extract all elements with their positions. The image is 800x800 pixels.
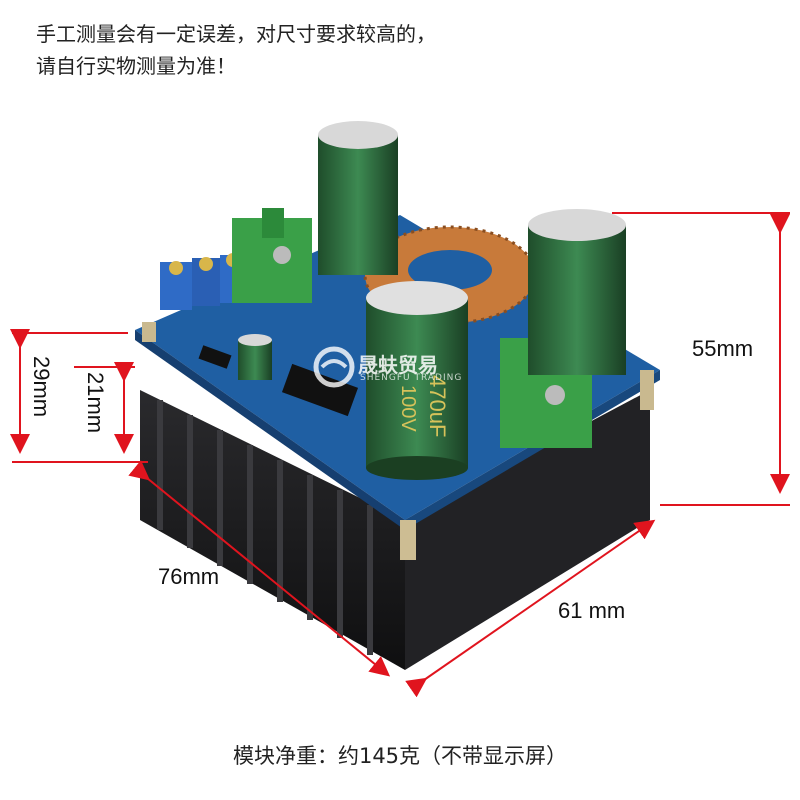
- capacitor-right: [528, 209, 626, 375]
- width-arrow: [405, 519, 656, 698]
- disclaimer-line-2: 请自行实物测量为准！: [36, 54, 236, 78]
- logo-icon: [313, 346, 355, 388]
- height-board-label: 29mm: [29, 356, 54, 418]
- input-terminal: [232, 208, 312, 303]
- length-arrow: [128, 460, 391, 677]
- height-total-label: 55mm: [692, 336, 754, 361]
- weight-caption: 模块净重：约145克（不带显示屏）: [232, 744, 568, 768]
- watermark-logo: 晟蚨贸易 SHENGFU TRADING: [312, 345, 512, 395]
- standoff-front: [400, 520, 416, 560]
- standoff-right: [640, 370, 654, 410]
- watermark-name: 晟蚨贸易: [358, 353, 438, 377]
- length-label: 76mm: [158, 564, 220, 589]
- watermark-subtitle: SHENGFU TRADING: [360, 373, 463, 383]
- width-label: 61 mm: [558, 598, 626, 623]
- standoff-left: [142, 322, 156, 342]
- ic-chip: [281, 363, 359, 417]
- capacitor-front: 470uF 100V: [366, 281, 468, 480]
- capacitor-small: [238, 334, 272, 380]
- dimension-lines: [10, 212, 790, 698]
- height-heatsink-label: 21mm: [83, 372, 108, 434]
- capacitor-rear: [318, 121, 398, 275]
- disclaimer-line-1: 手工测量会有一定误差，对尺寸要求较高的，: [36, 22, 436, 46]
- ic-chip-small: [198, 345, 232, 369]
- capacitor-capacitance-label: 470uF: [425, 375, 450, 437]
- capacitor-voltage-label: 100V: [397, 385, 419, 432]
- disclaimer-note: 手工测量会有一定误差，对尺寸要求较高的， 请自行实物测量为准！: [36, 18, 436, 82]
